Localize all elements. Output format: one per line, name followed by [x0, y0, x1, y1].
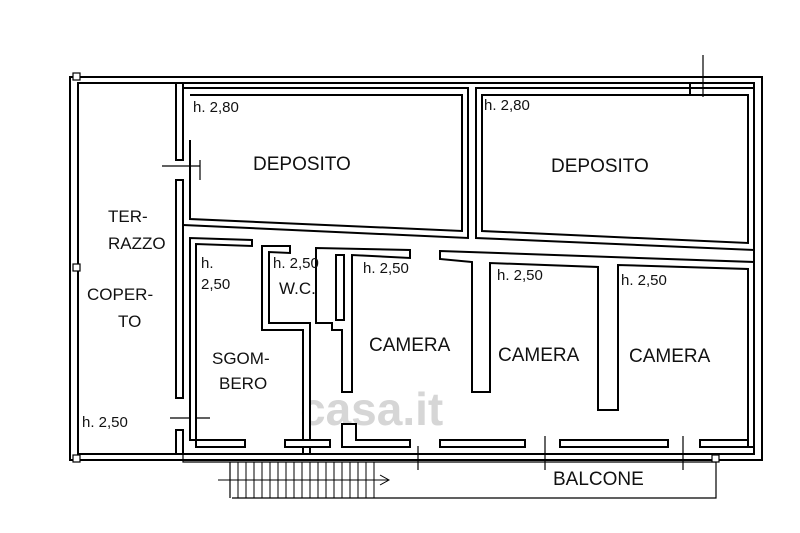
room-deposito-left: DEPOSITO [253, 154, 351, 175]
terrazzo-line-4: TO [118, 312, 141, 331]
sgombero-line-1: SGOM- [212, 349, 270, 368]
height-sgombero-2: 2,50 [201, 276, 230, 293]
height-camera-1: h. 2,50 [363, 260, 409, 277]
height-wc: h. 2,50 [273, 255, 319, 272]
height-camera-3: h. 2,50 [621, 272, 667, 289]
terrazzo-line-1: TER- [108, 207, 148, 226]
partition-walls [189, 236, 755, 455]
height-deposito-left: h. 2,80 [193, 99, 239, 116]
room-deposito-right: DEPOSITO [551, 156, 649, 177]
room-camera-1: CAMERA [369, 335, 451, 356]
sgombero-line-2: BERO [219, 374, 267, 393]
room-balcone: BALCONE [553, 469, 644, 490]
terrazzo-line-2: RAZZO [108, 234, 166, 253]
columns [72, 72, 720, 463]
room-camera-2: CAMERA [498, 345, 580, 366]
watermark: casa.it [300, 383, 443, 435]
room-camera-3: CAMERA [629, 346, 711, 367]
terrazzo-line-3: COPER- [87, 285, 153, 304]
height-terrazzo: h. 2,50 [82, 414, 128, 431]
height-camera-2: h. 2,50 [497, 267, 543, 284]
terrace-wall [175, 82, 184, 455]
labels: h. 2,80 DEPOSITO h. 2,80 DEPOSITO TER- R… [82, 97, 711, 490]
height-deposito-right: h. 2,80 [484, 97, 530, 114]
room-wc: W.C. [279, 279, 316, 298]
height-sgombero-1: h. [201, 255, 214, 272]
stairs [218, 462, 391, 498]
door-marks [162, 55, 714, 470]
deposito-walls [182, 83, 755, 252]
